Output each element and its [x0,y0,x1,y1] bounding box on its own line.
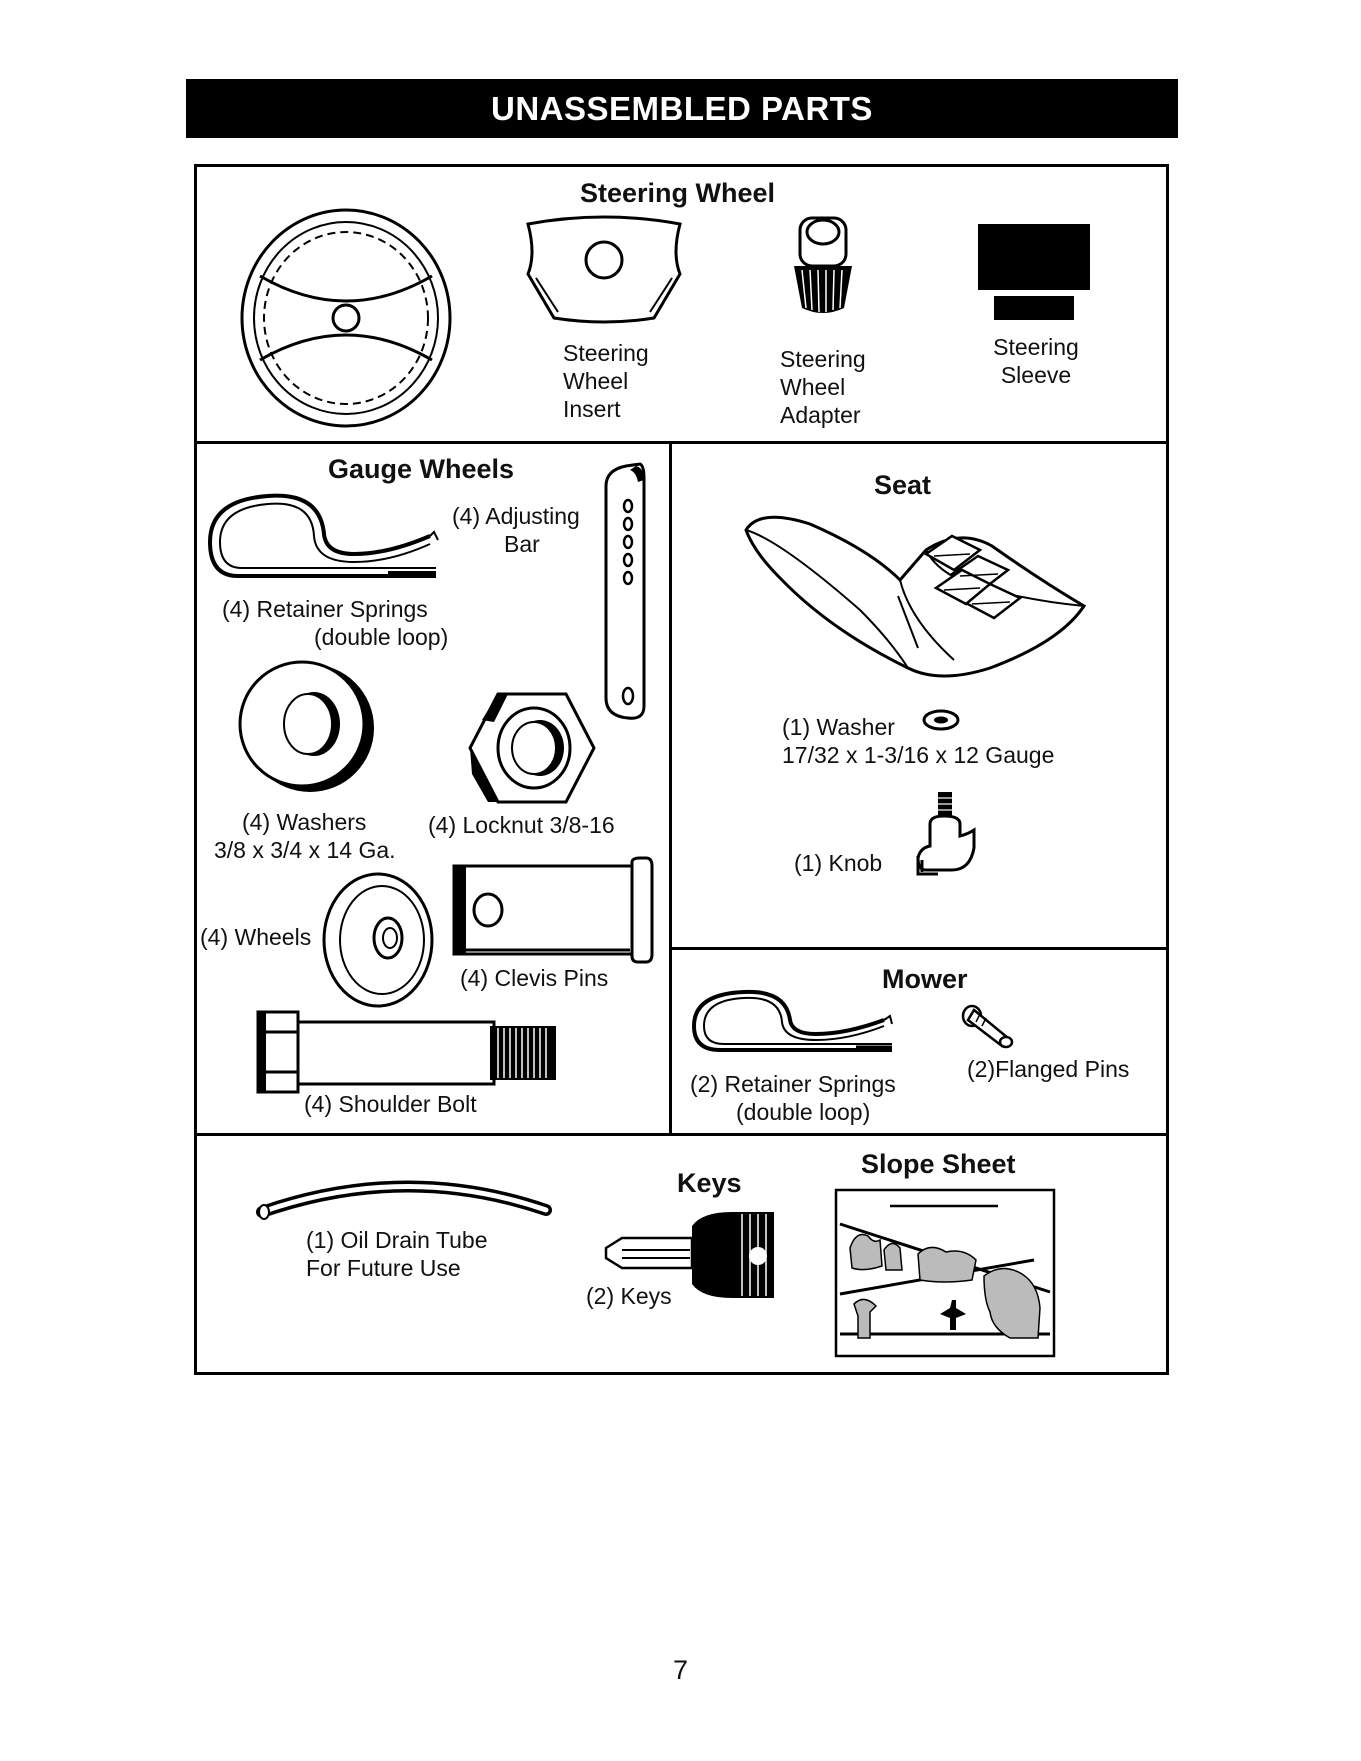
oil-drain-tube-illustration [256,1172,554,1222]
slope-sheet-title: Slope Sheet [861,1149,1016,1180]
locknut-label: (4) Locknut 3/8-16 [428,811,615,839]
divider-bottom [194,1133,1169,1136]
seat-illustration [740,510,1092,680]
small-washer-icon [922,709,960,731]
knob-label: (1) Knob [794,849,882,877]
retainer-spring-illustration [208,478,440,586]
washer-illustration [236,660,378,794]
steering-title: Steering Wheel [580,178,775,209]
divider-seat-mower [669,947,1169,950]
clevis-pins-label: (4) Clevis Pins [460,964,608,992]
clevis-pin-illustration [450,858,654,964]
steering-insert-illustration [522,214,687,326]
keys-label: (2) Keys [586,1282,672,1310]
flanged-pin-illustration [960,1004,1020,1050]
steering-adapter-illustration [788,210,858,320]
wheels-label: (4) Wheels [200,923,311,951]
seat-title: Seat [874,470,931,501]
knob-illustration [916,790,978,876]
steering-wheel-illustration [238,206,454,430]
slope-sheet-illustration [834,1188,1056,1358]
steering-sleeve-illustration [978,224,1090,320]
keys-title: Keys [677,1168,742,1199]
page-number: 7 [0,1655,1361,1686]
mower-retainer-label: (2) Retainer Springs(double loop) [690,1070,896,1126]
locknut-illustration [468,690,596,808]
divider-top [194,441,1169,444]
adjusting-bar-illustration [598,462,652,722]
divider-middle [669,441,672,1136]
mower-retainer-spring-illustration [692,980,896,1058]
page-banner: UNASSEMBLED PARTS [186,79,1178,138]
shoulder-bolt-illustration [254,1010,560,1094]
shoulder-bolt-label: (4) Shoulder Bolt [304,1090,477,1118]
flanged-pins-label: (2)Flanged Pins [967,1055,1129,1083]
wheel-illustration [318,870,436,1008]
gauge-retainer-label: (4) Retainer Springs(double loop) [222,595,448,651]
